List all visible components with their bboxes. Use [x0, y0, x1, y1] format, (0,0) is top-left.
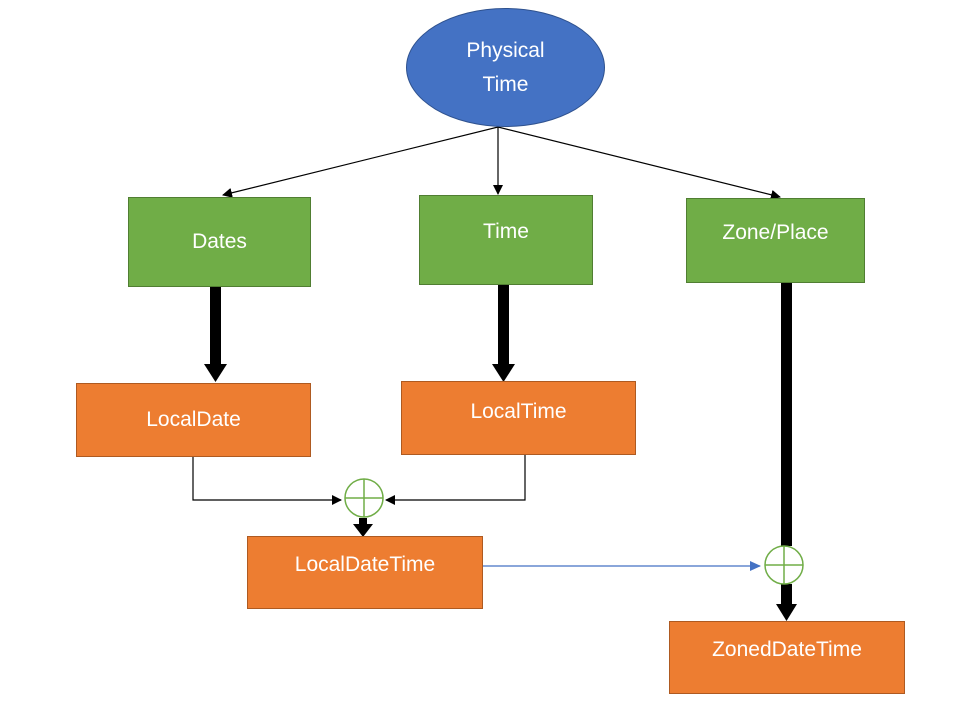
node-zoned-date-time: ZonedDateTime	[669, 621, 905, 694]
edge-combine-to-local-date-time	[353, 518, 373, 537]
node-local-date-time: LocalDateTime	[247, 536, 483, 609]
node-dates: Dates	[128, 197, 311, 287]
edge-physical-time-to-dates	[222, 126, 499, 198]
node-zoned-date-time-label: ZonedDateTime	[712, 637, 862, 661]
circled-plus-icon	[764, 545, 804, 585]
node-local-time: LocalTime	[401, 381, 636, 455]
node-dates-label: Dates	[192, 230, 247, 253]
node-physical-time: Physical Time	[406, 8, 605, 127]
node-physical-time-line1: Physical	[466, 38, 545, 62]
edge-physical-time-to-zone-place	[497, 126, 781, 200]
edge-combine-2-to-zoned-date-time	[776, 584, 797, 621]
edge-local-time-to-combine	[385, 454, 526, 505]
node-time-label: Time	[483, 220, 529, 243]
node-zone-place: Zone/Place	[686, 198, 865, 283]
node-local-date-label: LocalDate	[146, 408, 241, 431]
circled-plus-icon	[344, 478, 384, 518]
node-physical-time-line2: Time	[482, 72, 529, 96]
edge-time-to-local-time	[492, 284, 515, 382]
node-local-date: LocalDate	[76, 383, 311, 457]
edge-local-date-to-combine	[192, 457, 342, 505]
node-time: Time	[419, 195, 593, 285]
node-local-time-label: LocalTime	[470, 400, 567, 423]
node-zone-place-label: Zone/Place	[722, 220, 829, 244]
node-local-date-time-label: LocalDateTime	[294, 552, 436, 576]
edge-zone-place-to-combine-2	[781, 283, 792, 546]
edge-dates-to-local-date	[204, 286, 227, 382]
